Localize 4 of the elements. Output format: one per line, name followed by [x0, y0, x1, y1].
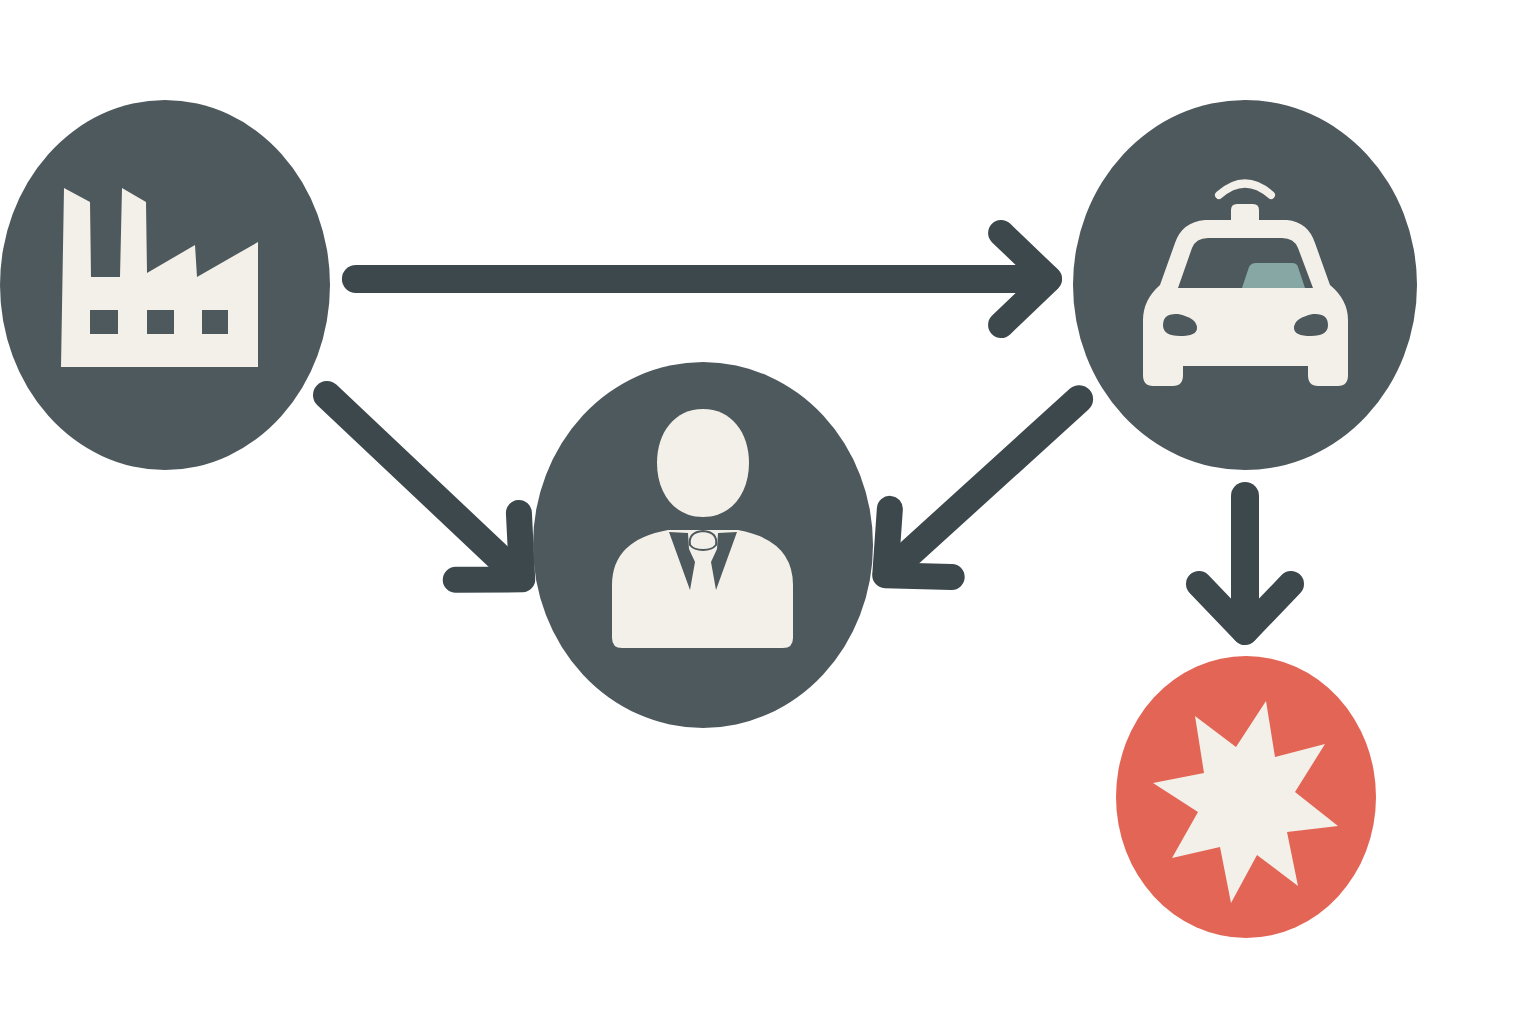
- arrow: [341, 220, 1063, 338]
- arrow: [313, 381, 536, 593]
- arrow: [872, 385, 1094, 590]
- arrow: [1186, 482, 1304, 645]
